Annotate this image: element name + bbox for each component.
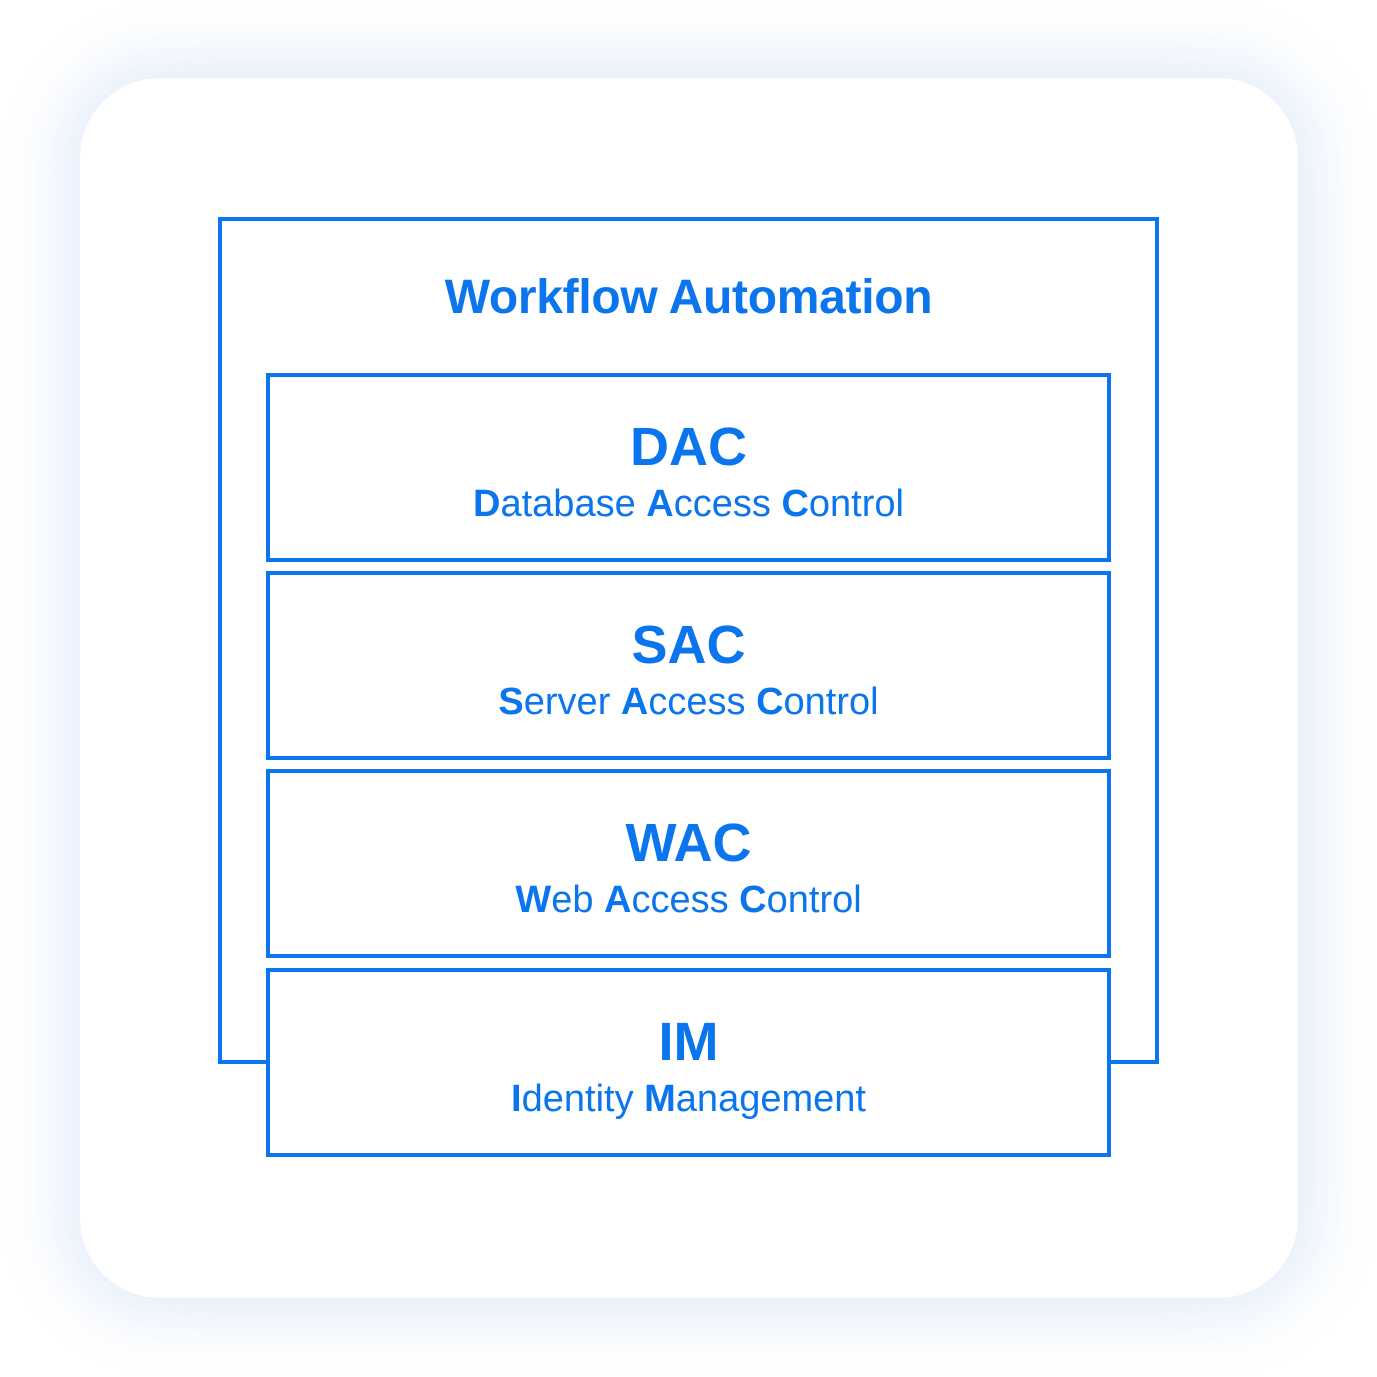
word-remainder: atabase [500, 483, 647, 525]
word-remainder: ccess [648, 681, 757, 723]
word-remainder: ontrol [808, 483, 904, 525]
initial-letter: W [515, 879, 552, 921]
layer-full-name: Database Access Control [270, 480, 1107, 528]
word-remainder: dentity [521, 1078, 645, 1120]
initial-letter: M [644, 1078, 676, 1120]
layer-abbreviation: IM [658, 1012, 719, 1072]
word-remainder: erver [523, 681, 621, 723]
initial-letter: A [620, 681, 649, 723]
layer-abbreviation: WAC [625, 813, 752, 873]
layer-wac: WAC Web Access Control [266, 769, 1111, 958]
word-remainder: ontrol [783, 681, 879, 723]
word-remainder: ccess [631, 879, 740, 921]
layer-full-name: Web Access Control [270, 876, 1107, 924]
word-remainder: anagement [675, 1078, 866, 1120]
word-remainder: eb [551, 879, 605, 921]
layer-abbreviation: SAC [631, 615, 746, 675]
layer-full-name: Server Access Control [270, 678, 1107, 726]
initial-letter: C [756, 681, 784, 723]
initial-letter: A [604, 879, 632, 921]
initial-letter: A [646, 483, 674, 525]
initial-letter: I [511, 1078, 522, 1120]
initial-letter: D [473, 483, 501, 525]
layer-im: IM Identity Management [266, 968, 1111, 1157]
word-remainder: ccess [673, 483, 782, 525]
workflow-automation-title: Workflow Automation [444, 271, 933, 324]
layer-full-name: Identity Management [270, 1075, 1107, 1123]
initial-letter: C [781, 483, 809, 525]
initial-letter: C [739, 879, 767, 921]
layer-sac: SAC Server Access Control [266, 571, 1111, 760]
layer-abbreviation: DAC [630, 417, 747, 477]
layer-dac: DAC Database Access Control [266, 373, 1111, 562]
word-remainder: ontrol [766, 879, 862, 921]
initial-letter: S [498, 681, 524, 723]
